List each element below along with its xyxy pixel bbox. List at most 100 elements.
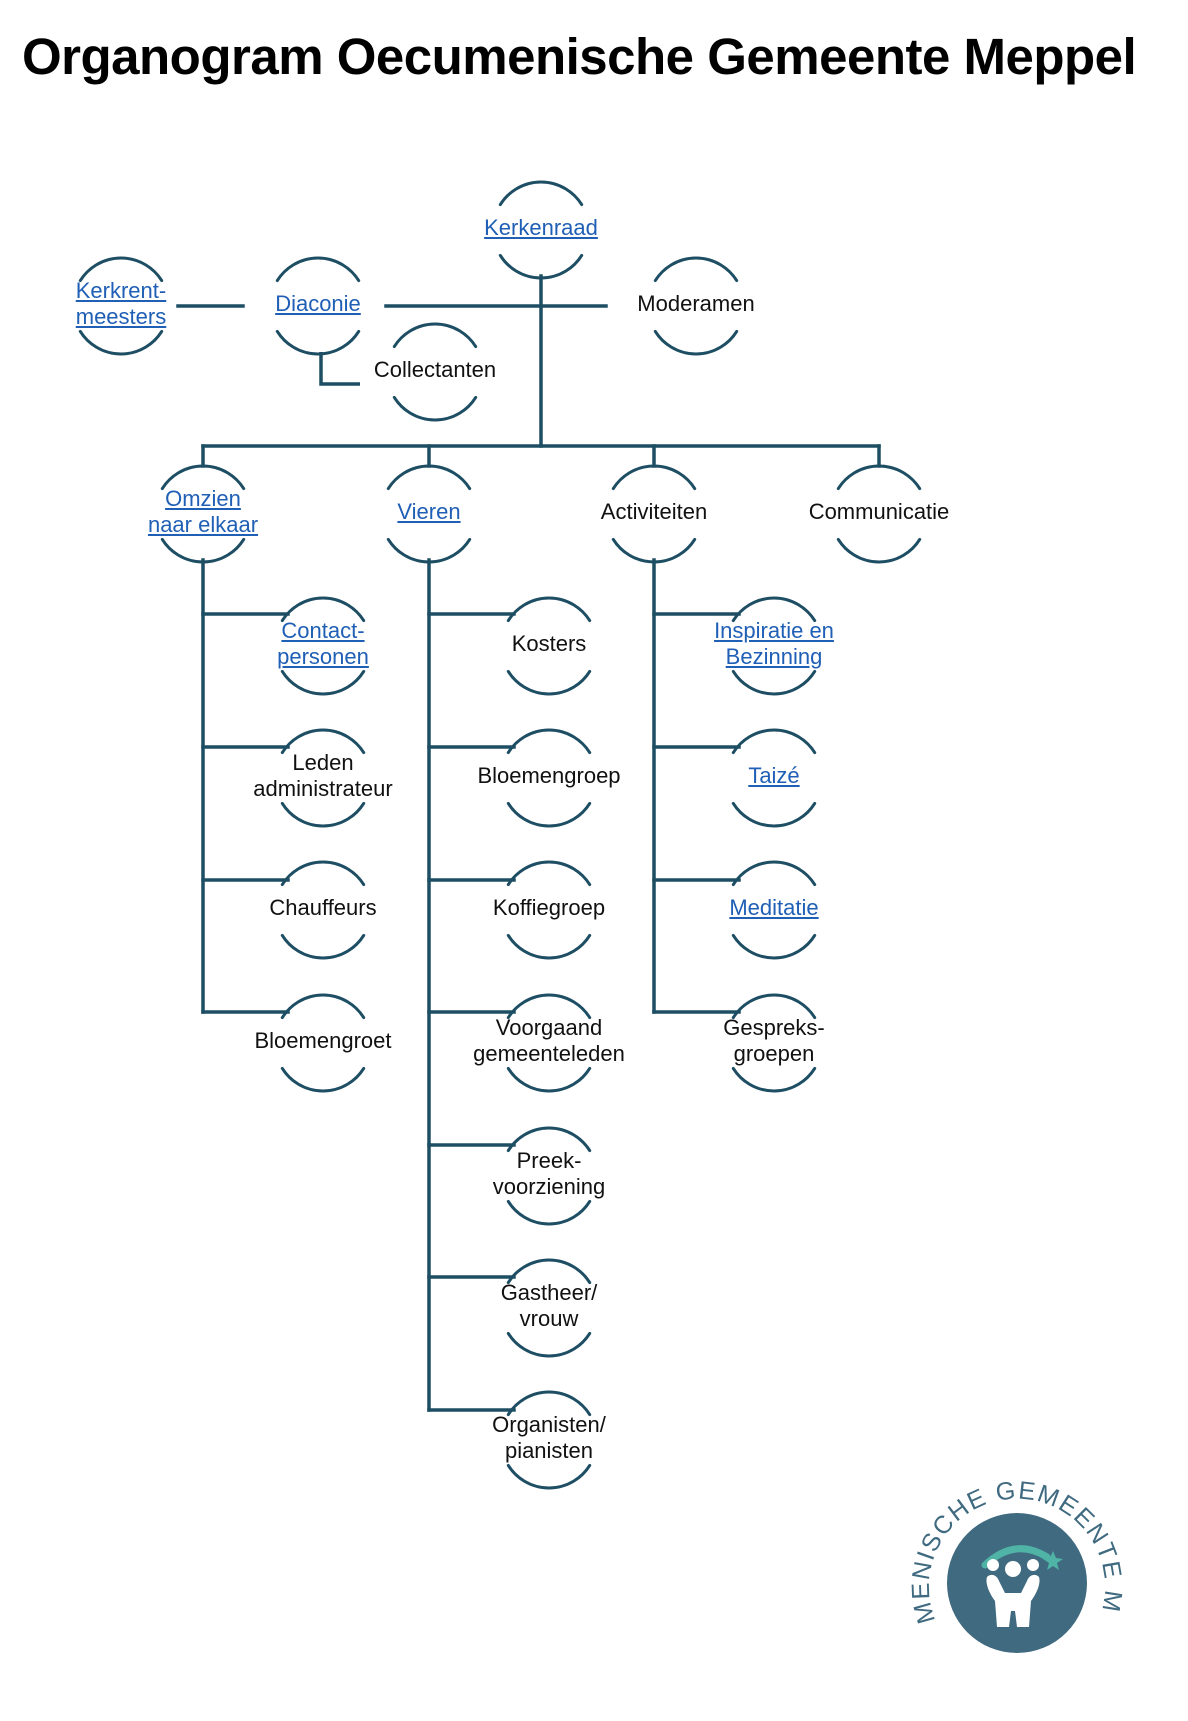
gespreksgroepen-label-line: groepen <box>733 1041 815 1066</box>
activiteiten-arc-bottom <box>611 537 697 564</box>
vieren-arc-top <box>386 464 472 491</box>
inspiratie-arc-top <box>731 596 817 623</box>
kerkrentmeesters-link[interactable]: Kerkrent-meesters <box>31 278 211 330</box>
taize-label-line: Taizé <box>748 763 800 788</box>
vieren-link[interactable]: Vieren <box>339 499 519 525</box>
gespreksgroepen-label-line: Gespreks- <box>723 1015 825 1040</box>
kosters-label-line: Kosters <box>511 631 587 656</box>
voorgaand-arc-top <box>506 993 592 1020</box>
diaconie-link[interactable]: Diaconie <box>228 291 408 317</box>
kerkenraad-link[interactable]: Kerkenraad <box>451 215 631 241</box>
taize-arc-top <box>731 728 817 755</box>
logo-circle <box>947 1513 1087 1653</box>
bloemengroet-arc-top <box>280 993 366 1020</box>
node-koffiegroep: Koffiegroep <box>459 895 639 921</box>
ledenadministrateur-arc-bottom <box>280 801 366 828</box>
page-title: Organogram Oecumenische Gemeente Meppel <box>22 28 1137 85</box>
node-meditatie[interactable]: Meditatie <box>684 895 864 921</box>
inspiratie-arc-bottom <box>731 669 817 696</box>
koffiegroep-label-line: Koffiegroep <box>492 895 606 920</box>
organisten-arc-top <box>506 1390 592 1417</box>
node-kerkenraad[interactable]: Kerkenraad <box>451 215 631 241</box>
chauffeurs-label-line: Chauffeurs <box>269 895 377 920</box>
node-kerkrentmeesters[interactable]: Kerkrent-meesters <box>31 278 211 330</box>
node-bloemengroep: Bloemengroep <box>459 763 639 789</box>
ledenadministrateur-label-line: administrateur <box>253 776 393 801</box>
node-diaconie[interactable]: Diaconie <box>228 291 408 317</box>
kerkenraad-label-line: Kerkenraad <box>484 215 598 240</box>
node-taize[interactable]: Taizé <box>684 763 864 789</box>
omzien-label-line: Omzien <box>165 486 241 511</box>
organisten-arc-bottom <box>506 1463 592 1490</box>
chauffeurs-arc-bottom <box>280 933 366 960</box>
contactpersonen-link[interactable]: Contact-personen <box>233 618 413 670</box>
inspiratie-label-line: Bezinning <box>725 644 823 669</box>
preekvoorziening-label-line: Preek- <box>516 1148 582 1173</box>
kosters-arc-top <box>506 596 592 623</box>
diaconie-arc-top <box>275 256 361 283</box>
communicatie-arc-bottom <box>836 537 922 564</box>
diaconie-label-line: Diaconie <box>275 291 361 316</box>
collectanten-label-line: Collectanten <box>373 357 497 382</box>
organisten-label-line: pianisten <box>504 1438 594 1463</box>
bloemengroep-arc-top <box>506 728 592 755</box>
kerkrentmeesters-label-line: Kerkrent- <box>75 278 167 303</box>
node-activiteiten: Activiteiten <box>564 499 744 525</box>
node-organisten: Organisten/pianisten <box>459 1412 639 1464</box>
kerkenraad-arc-bottom <box>498 253 584 280</box>
voorgaand-label-line: Voorgaand <box>495 1015 603 1040</box>
taize-link[interactable]: Taizé <box>684 763 864 789</box>
omzien-arc-bottom <box>160 537 246 564</box>
node-gespreksgroepen: Gespreks-groepen <box>684 1015 864 1067</box>
node-contactpersonen[interactable]: Contact-personen <box>233 618 413 670</box>
node-chauffeurs: Chauffeurs <box>233 895 413 921</box>
node-communicatie: Communicatie <box>789 499 969 525</box>
inspiratie-label-line: Inspiratie en <box>714 618 834 643</box>
omzien-arc-top <box>160 464 246 491</box>
node-bloemengroet: Bloemengroet <box>233 1028 413 1054</box>
meditatie-arc-top <box>731 860 817 887</box>
gastheer-label-line: vrouw <box>519 1306 579 1331</box>
logo-star-icon <box>1043 1551 1063 1570</box>
gastheer-arc-bottom <box>506 1331 592 1358</box>
organisten-label-line: Organisten/ <box>492 1412 606 1437</box>
kerkrentmeesters-label-line: meesters <box>75 304 167 329</box>
contactpersonen-label-line: personen <box>277 644 369 669</box>
communicatie-label-line: Communicatie <box>808 499 950 524</box>
node-collectanten: Collectanten <box>345 357 525 383</box>
kerkrentmeesters-arc-bottom <box>78 329 164 356</box>
node-preekvoorziening: Preek-voorziening <box>459 1148 639 1200</box>
moderamen-label-line: Moderamen <box>637 291 755 316</box>
activiteiten-label-line: Activiteiten <box>600 499 708 524</box>
node-gastheer: Gastheer/vrouw <box>459 1280 639 1332</box>
koffiegroep-arc-top <box>506 860 592 887</box>
omzien-label-line: naar elkaar <box>147 512 259 537</box>
gespreksgroepen-arc-bottom <box>731 1066 817 1093</box>
voorgaand-arc-bottom <box>506 1066 592 1093</box>
bloemengroet-arc-bottom <box>280 1066 366 1093</box>
gastheer-arc-top <box>506 1258 592 1285</box>
moderamen-arc-top <box>653 256 739 283</box>
node-vieren[interactable]: Vieren <box>339 499 519 525</box>
preekvoorziening-label-line: voorziening <box>492 1174 606 1199</box>
ledenadministrateur-label-line: Leden <box>292 750 354 775</box>
kerkenraad-arc-top <box>498 180 584 207</box>
meditatie-link[interactable]: Meditatie <box>684 895 864 921</box>
node-arcs <box>78 180 922 1490</box>
preekvoorziening-arc-bottom <box>506 1199 592 1226</box>
bloemengroep-arc-bottom <box>506 801 592 828</box>
contactpersonen-arc-bottom <box>280 669 366 696</box>
contactpersonen-arc-top <box>280 596 366 623</box>
collectanten-arc-bottom <box>392 395 478 422</box>
connector-lines <box>176 274 881 1412</box>
node-moderamen: Moderamen <box>606 291 786 317</box>
church-logo: OECUMENISCHE GEMEENTE MEPPEL <box>905 1465 1125 1653</box>
chauffeurs-arc-top <box>280 860 366 887</box>
ledenadministrateur-arc-top <box>280 728 366 755</box>
